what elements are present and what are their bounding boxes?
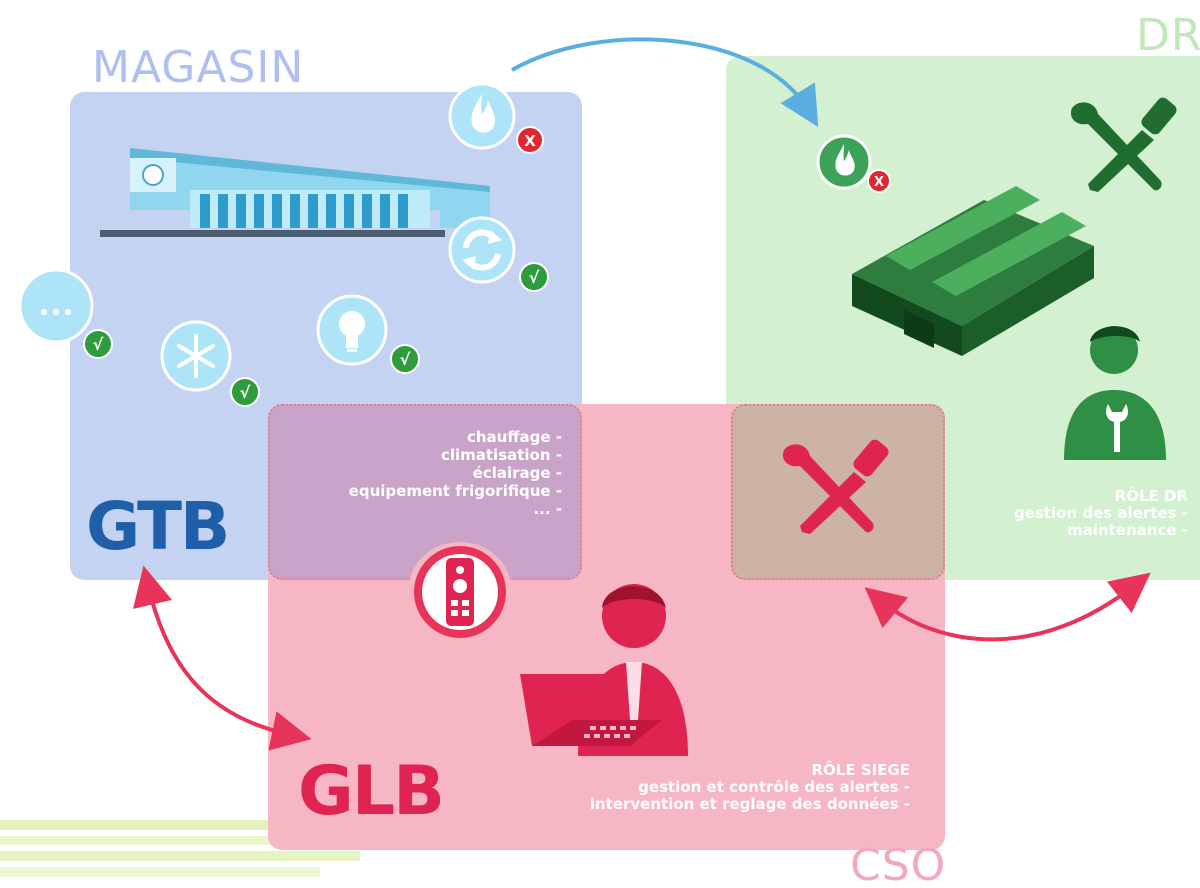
warehouse-icon — [852, 186, 1094, 356]
dr-title: DR — [1136, 10, 1200, 61]
ok-badge-mark: √ — [529, 268, 540, 287]
store-building-icon — [100, 148, 490, 237]
overlap-magasin-cso — [268, 404, 582, 580]
snowflake-icon — [160, 320, 232, 392]
fire-icon — [448, 82, 516, 150]
gtb-glb-arrow — [133, 565, 312, 751]
role-dr-line: gestion des alertes - — [1014, 504, 1188, 522]
lightbulb-icon — [316, 294, 388, 366]
ok-badge: √ — [230, 377, 260, 407]
fire-icon — [816, 134, 872, 190]
role-dr-line: maintenance - — [1067, 521, 1188, 539]
equipment-item: equipement frigorifique - — [348, 482, 562, 500]
alert-badge-mark: X — [524, 132, 536, 150]
ok-badge-mark: √ — [400, 350, 411, 369]
role-dr-title: RÔLE DR — [1114, 487, 1188, 505]
operator-icon — [520, 584, 688, 756]
equipment-item: chauffage - — [466, 428, 562, 446]
role-siege-line: intervention et reglage des données - — [589, 795, 910, 813]
cso-dr-arrow — [864, 572, 1151, 642]
ok-badge: √ — [83, 329, 113, 359]
equipment-list: chauffage - climatisation - éclairage - … — [242, 428, 562, 518]
more-icon — [18, 268, 94, 344]
alert-badge: X — [516, 126, 544, 154]
wrench-screwdriver-icon — [1070, 97, 1177, 192]
ok-badge: √ — [519, 262, 549, 292]
glb-label: GLB — [298, 752, 445, 831]
equipment-item: éclairage - — [472, 464, 562, 482]
alert-badge: X — [867, 169, 891, 193]
role-siege-text: RÔLE SIEGE gestion et contrôle des alert… — [490, 762, 910, 813]
technician-icon — [1064, 326, 1166, 460]
equipment-item: climatisation - — [440, 446, 562, 464]
role-siege-line: gestion et contrôle des alertes - — [638, 778, 910, 796]
equipment-item: ... - — [533, 500, 562, 518]
gtb-label: GTB — [86, 488, 230, 565]
ok-badge-mark: √ — [240, 383, 251, 402]
remote-control-icon — [408, 542, 512, 686]
magasin-title: MAGASIN — [92, 42, 305, 93]
wrench-screwdriver-icon — [782, 439, 889, 534]
cso-title: CSO — [850, 840, 947, 888]
recycle-icon — [448, 216, 516, 284]
alert-flow-arrow — [511, 37, 819, 128]
ok-badge-mark: √ — [93, 335, 104, 354]
role-siege-title: RÔLE SIEGE — [811, 761, 910, 779]
ok-badge: √ — [390, 344, 420, 374]
role-dr-text: RÔLE DR gestion des alertes - maintenanc… — [928, 488, 1188, 539]
alert-badge-mark: X — [874, 175, 884, 190]
